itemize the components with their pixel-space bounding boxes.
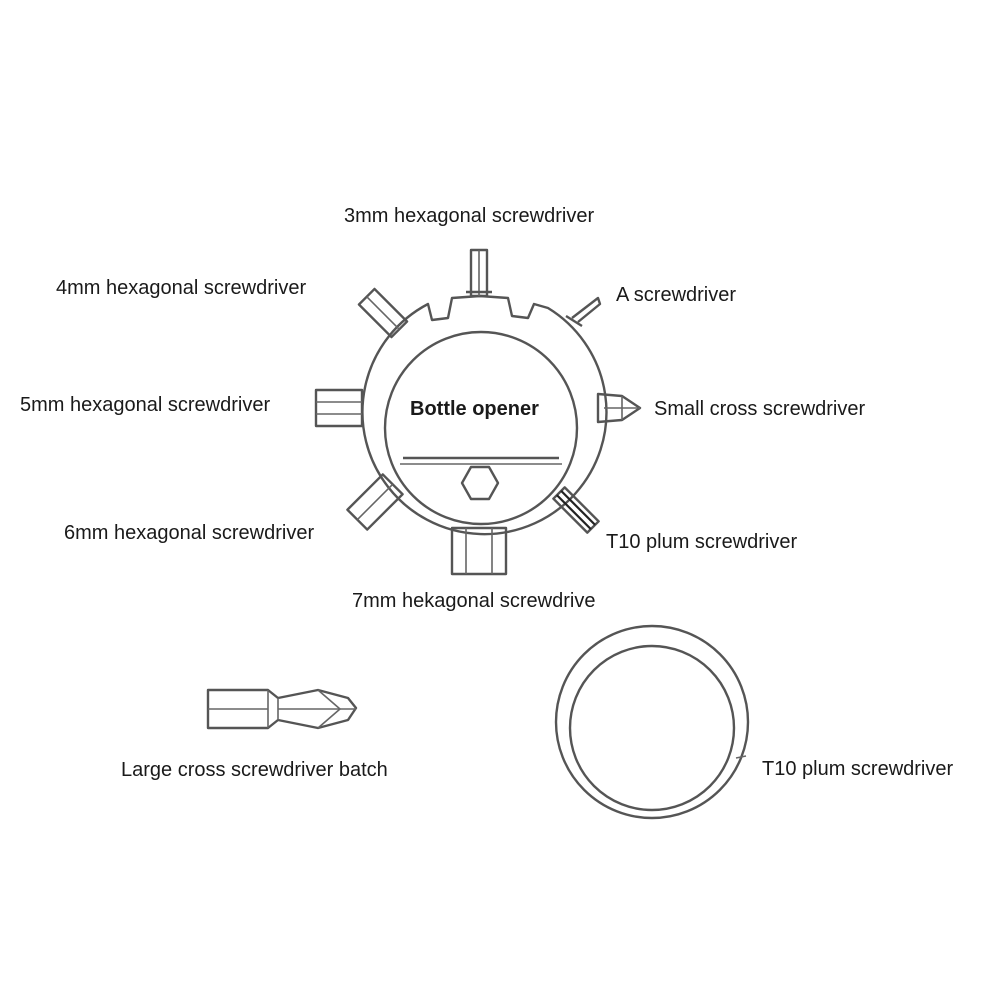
label-key-ring: T10 plum screwdriver xyxy=(762,758,954,780)
hex-nut-icon xyxy=(460,465,500,501)
label-hex6: 6mm hexagonal screwdriver xyxy=(64,522,315,544)
multitool-body xyxy=(361,294,608,536)
hex6-tip xyxy=(346,473,404,531)
label-a-screwdriver: A screwdriver xyxy=(616,284,737,306)
hex7-tip xyxy=(450,526,508,576)
label-hex7: 7mm hekagonal screwdrive xyxy=(352,590,596,612)
hex5-tip xyxy=(314,388,364,428)
label-t10-plum: T10 plum screwdriver xyxy=(606,531,798,553)
label-hex5: 5mm hexagonal screwdriver xyxy=(20,394,271,416)
label-small-cross: Small cross screwdriver xyxy=(654,398,866,420)
label-hex4: 4mm hexagonal screwdriver xyxy=(56,277,307,299)
small-cross-tip xyxy=(596,392,642,424)
t10-plum-tip xyxy=(552,486,600,534)
key-ring xyxy=(554,624,750,820)
large-cross-bit xyxy=(206,688,358,730)
hex4-tip xyxy=(357,287,409,339)
label-hex3: 3mm hexagonal screwdriver xyxy=(344,205,595,227)
hex3-tip xyxy=(466,248,492,298)
a-screwdriver-tip xyxy=(565,296,602,328)
label-bottle-opener: Bottle opener xyxy=(410,398,539,420)
label-large-cross-bit: Large cross screwdriver batch xyxy=(121,759,388,781)
